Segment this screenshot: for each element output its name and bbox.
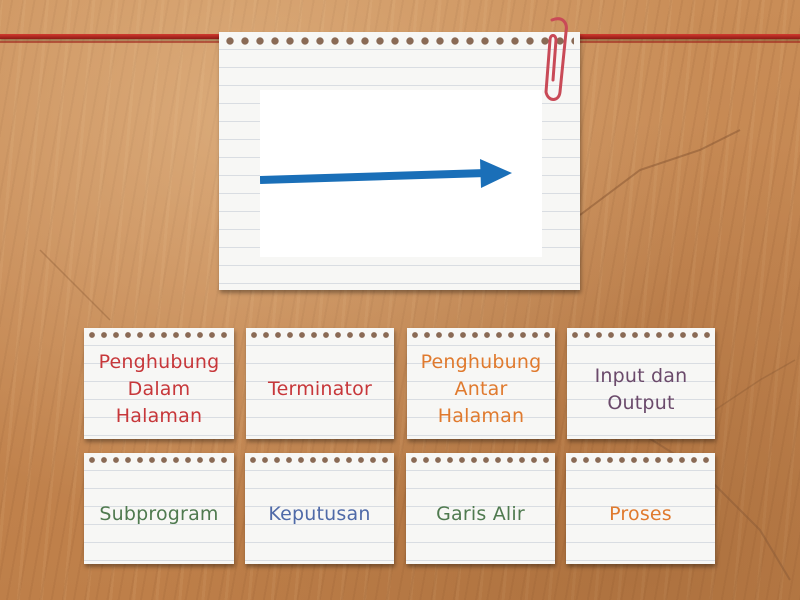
notepad-holes: [88, 331, 230, 339]
answer-label-line: Dalam: [127, 378, 191, 400]
answer-label: Subprogram: [99, 501, 218, 528]
answer-card-8[interactable]: Proses: [566, 453, 715, 564]
answer-card-5[interactable]: Subprogram: [84, 453, 234, 564]
answer-label-line: Antar: [454, 378, 508, 400]
answer-label-line: Penghubung: [420, 351, 542, 373]
notepad-holes: [225, 36, 574, 46]
answer-label-line: Halaman: [437, 405, 525, 427]
answer-label-line: Subprogram: [99, 503, 219, 525]
notepad-holes: [570, 456, 711, 464]
notepad-holes: [249, 456, 390, 464]
notepad-holes: [88, 456, 230, 464]
answer-label-line: Input dan: [594, 364, 688, 387]
arrow-head: [480, 159, 512, 188]
answer-card-6[interactable]: Keputusan: [245, 453, 394, 564]
answer-label-line: Penghubung: [98, 351, 220, 373]
right-arrow-image: [260, 159, 512, 188]
answer-label: Terminator: [268, 376, 372, 403]
answer-label: Keputusan: [268, 501, 370, 528]
answer-label-line: Keputusan: [268, 503, 371, 525]
arrow-shaft: [260, 169, 487, 184]
answer-label-line: Garis Alir: [436, 503, 525, 525]
question-image: [260, 90, 542, 257]
answer-card-2[interactable]: Terminator: [246, 328, 394, 439]
paperclip-icon: [544, 17, 568, 101]
answer-label-line: Terminator: [268, 378, 372, 400]
answer-label: Garis Alir: [436, 501, 525, 528]
notepad-holes: [411, 331, 551, 339]
question-card: [219, 32, 580, 290]
answer-label-line: Output: [607, 391, 675, 414]
notepad-holes: [410, 456, 551, 464]
answer-label-line: Proses: [609, 503, 672, 525]
answer-label: Proses: [609, 501, 672, 528]
answer-label-line: Halaman: [115, 405, 203, 427]
notepad-holes: [571, 331, 711, 339]
answer-card-7[interactable]: Garis Alir: [406, 453, 555, 564]
notepad-holes: [250, 331, 390, 339]
